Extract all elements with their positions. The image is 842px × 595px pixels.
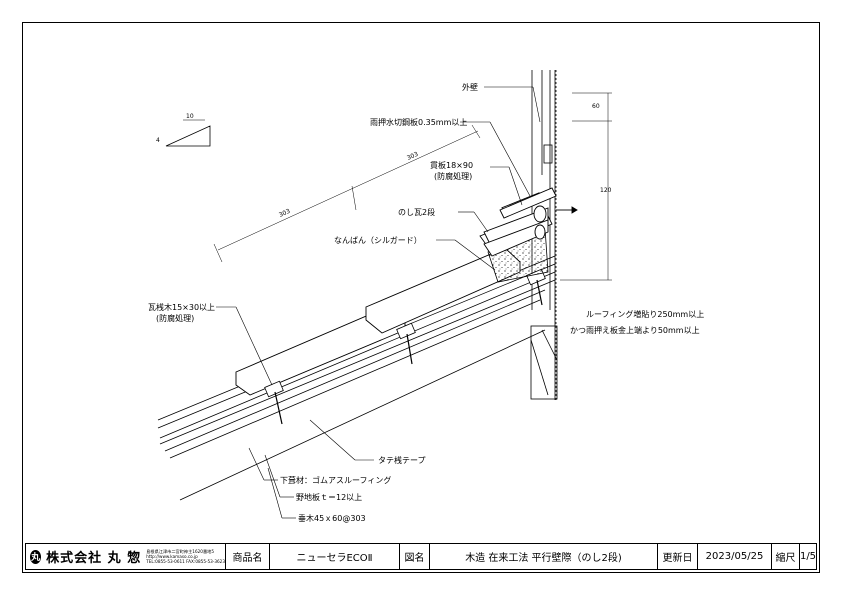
noshi-tiles — [483, 205, 549, 257]
wall-dimensions — [560, 92, 612, 281]
updated-date: 2023/05/25 — [698, 544, 772, 569]
company-name: 株式会社 丸 惣 — [46, 551, 142, 566]
nails — [274, 279, 543, 425]
address-line-2: http://www.kamaso.co.jp — [146, 553, 198, 559]
company-logo-icon: 丸 — [30, 549, 42, 564]
product-label: 商品名 — [226, 544, 270, 569]
label-amaosae: 雨押水切鋼板0.35mm以上 — [370, 117, 467, 127]
company-address: 島根県江津市二宮町神主1620番地5 http://www.kamaso.co.… — [146, 549, 225, 565]
label-roofing-line2: かつ雨押え板金上端より50mm以上 — [570, 325, 700, 335]
flashing — [499, 187, 578, 219]
label-nanban: なんばん（シルガード） — [334, 235, 422, 245]
scale-label: 縮尺 — [772, 544, 800, 569]
label-noshi: のし瓦2段 — [398, 207, 435, 217]
slope-rise-text: 4 — [156, 137, 160, 144]
address-line-3: TEL:0855-53-0611 FAX:0855-53-3623 — [146, 559, 225, 565]
label-gaiheki: 外壁 — [462, 82, 478, 92]
label-nukiita: 貫板18×90 — [430, 160, 473, 170]
slope-indicator: 10 4 — [156, 113, 211, 147]
battens — [264, 268, 546, 398]
label-tatesan: タテ桟テープ — [378, 455, 426, 465]
label-sanko: 瓦桟木15×30以上 — [148, 302, 215, 312]
slope-dimension-lines — [213, 124, 481, 263]
dim-text-3: 60 — [592, 103, 600, 110]
label-roofing-line1: ルーフィング増貼り250mm以上 — [586, 309, 704, 319]
title-block: 丸 株式会社 丸 惣 島根県江津市二宮町神主1620番地5 http://www… — [25, 543, 817, 570]
address-line-1: 島根県江津市二宮町神主1620番地5 — [146, 548, 214, 554]
dim-text-1: 303 — [278, 208, 291, 219]
drawing-name: 木造 在来工法 平行壁際（のし2段) — [430, 544, 658, 569]
scale-value: 1/5 — [800, 551, 816, 562]
product-name: ニューセラECOⅡ — [270, 544, 400, 569]
updated-label: 更新日 — [658, 544, 698, 569]
label-nukiita-note: (防腐処理) — [434, 171, 472, 181]
roof-layers — [157, 255, 556, 501]
company-cell: 丸 株式会社 丸 惣 島根県江津市二宮町神主1620番地5 http://www… — [26, 544, 226, 569]
label-nojiita: 野地板ｔ＝12以上 — [296, 492, 362, 502]
dim-text-4: 120 — [600, 187, 612, 194]
leader-lines — [216, 86, 541, 519]
wall — [530, 70, 558, 400]
drawing-frame — [22, 22, 820, 573]
slope-run-text: 10 — [186, 113, 194, 120]
label-shitabuki: 下葺材：ゴムアスルーフィング — [280, 475, 391, 485]
label-taruki: 垂木45ｘ60@303 — [298, 513, 366, 523]
drawing-label: 図名 — [400, 544, 430, 569]
dim-text-2: 303 — [406, 151, 419, 162]
label-sanko-note: (防腐処理) — [156, 313, 194, 323]
